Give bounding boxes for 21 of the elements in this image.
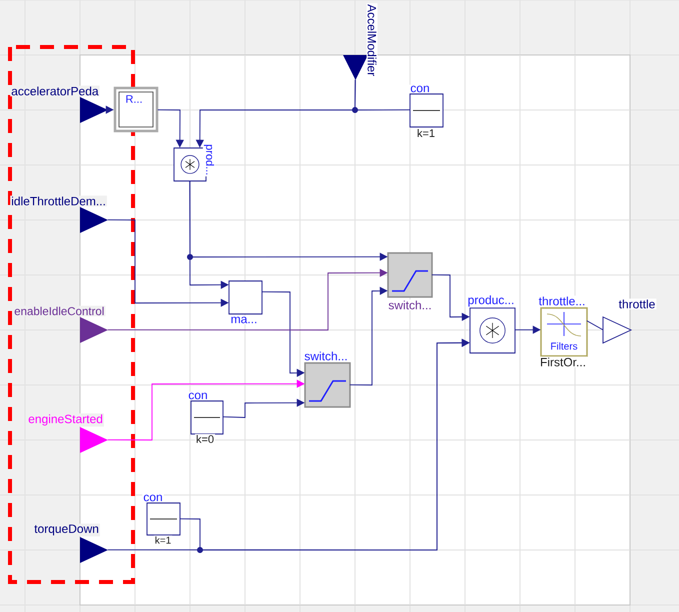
block-label: prod...	[202, 143, 216, 176]
block-label: switch...	[303, 350, 349, 362]
port-label: throttle	[618, 298, 656, 310]
port-label: AccelModifier	[366, 3, 378, 78]
block-label: R...	[124, 94, 144, 104]
block-label: throttle...	[538, 296, 586, 306]
signal-line	[354, 79, 410, 110]
block-label: produc...	[466, 294, 516, 308]
parameter-label: FirstOr...	[539, 356, 587, 368]
port-label: idleThrottleDem...	[10, 196, 107, 206]
block-label: switch...	[387, 300, 433, 310]
parameter-label: k=1	[416, 128, 436, 138]
signal-line	[586, 320, 604, 330]
port-label: engineStarted	[27, 413, 104, 427]
block-label: con	[187, 392, 209, 400]
block-label: con	[142, 494, 164, 502]
block-label: con	[409, 84, 431, 94]
port-label: enableIdleControl	[13, 306, 106, 316]
port-label: acceleratorPeda	[10, 86, 100, 96]
block-label: ma...	[230, 316, 258, 324]
port-label: torqueDown	[33, 524, 100, 536]
